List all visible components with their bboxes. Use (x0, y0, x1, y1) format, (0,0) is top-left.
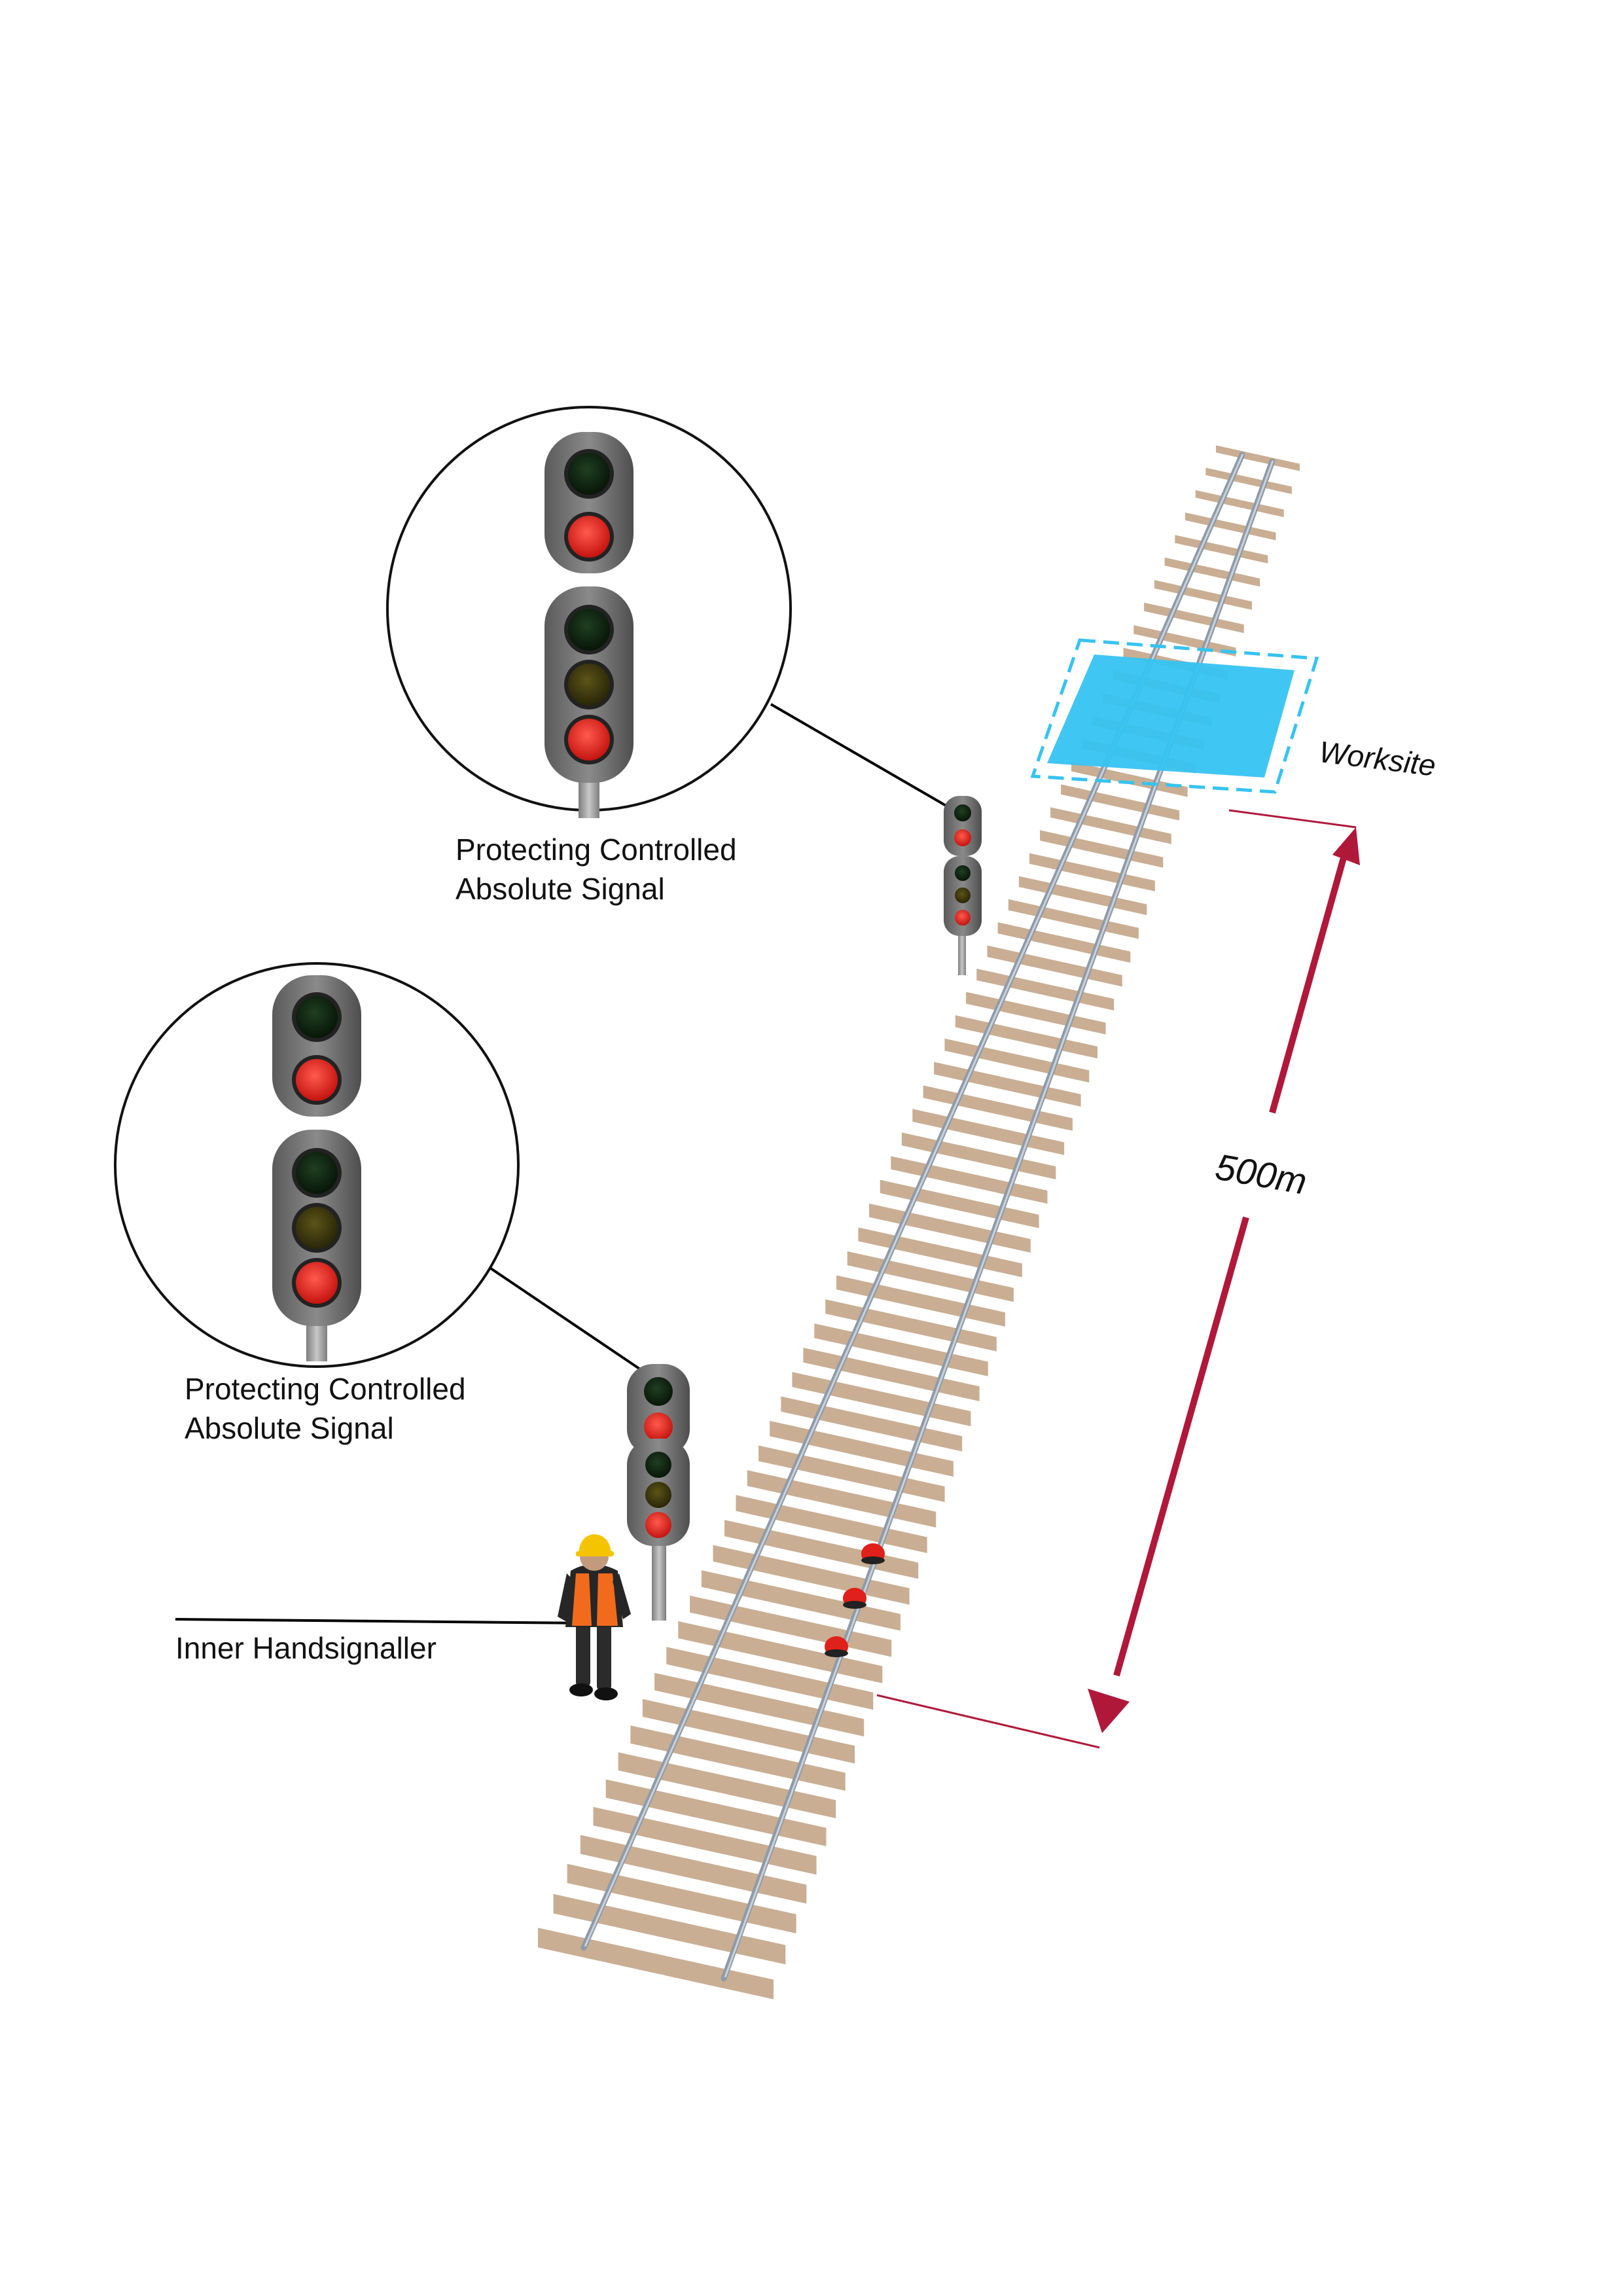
worksite-zone (1030, 638, 1319, 794)
sleeper (642, 1698, 855, 1764)
detonator-icon (861, 1543, 885, 1564)
distance-dimension (876, 809, 1360, 1749)
detonator-icon (825, 1636, 848, 1657)
lower-signal-label-line1: Protecting Controlled (185, 1372, 466, 1406)
upper-signal-callout (386, 406, 792, 818)
sleeper (747, 1470, 936, 1528)
detonators (825, 1543, 885, 1657)
sleeper (593, 1806, 817, 1875)
distance-extension-line-top (1228, 809, 1357, 829)
distance-arrow-shaft-lower (1113, 1216, 1249, 1677)
distance-arrowhead-bottom (1088, 1689, 1130, 1733)
sleeper (538, 1928, 774, 2000)
upper-callout-leader (770, 703, 962, 816)
handsignaller-leader (175, 1618, 590, 1624)
sleeper (654, 1672, 865, 1737)
sleeper (605, 1779, 827, 1846)
sleeper (1185, 512, 1276, 541)
sleeper (1164, 557, 1260, 587)
lower-signal-label-line2: Absolute Signal (185, 1411, 394, 1445)
lower-callout-leader (486, 1265, 649, 1376)
sleeper (580, 1835, 807, 1904)
railway-track (538, 445, 1300, 2000)
sleeper (1216, 445, 1300, 471)
sleeper (1133, 625, 1236, 656)
worksite-fill (1047, 655, 1294, 778)
upper-trackside-signal-icon (944, 796, 982, 975)
sleeper (666, 1647, 874, 1710)
sleeper (1154, 580, 1252, 610)
upper-signal-label-line1: Protecting Controlled (455, 833, 737, 867)
sleeper (567, 1863, 796, 1933)
track-worker-icon (558, 1534, 631, 1700)
upper-signal-label-line2: Absolute Signal (455, 872, 665, 906)
sleeper (1175, 535, 1268, 564)
sleeper (553, 1893, 786, 1965)
lower-callout-signal-icon (272, 975, 361, 1361)
distance-arrowhead-top (1332, 827, 1360, 865)
sleeper (1144, 602, 1244, 634)
sleeper (618, 1752, 836, 1819)
sleeper (701, 1570, 901, 1631)
upper-callout-signal-icon (544, 432, 633, 818)
distance-arrow-shaft-upper (1269, 850, 1349, 1114)
worksite-dashed-border (1030, 638, 1319, 794)
sleeper (1195, 490, 1284, 518)
handsignaller-label: Inner Handsignaller (175, 1631, 437, 1665)
sleeper (630, 1725, 846, 1791)
sleeper (736, 1495, 927, 1553)
distance-extension-line-bottom (876, 1694, 1100, 1749)
sleeper (678, 1621, 883, 1683)
detonator-icon (843, 1588, 866, 1609)
sleeper (1205, 467, 1292, 494)
lower-signal-callout (114, 962, 520, 1368)
lower-trackside-signal-icon (627, 1364, 690, 1621)
